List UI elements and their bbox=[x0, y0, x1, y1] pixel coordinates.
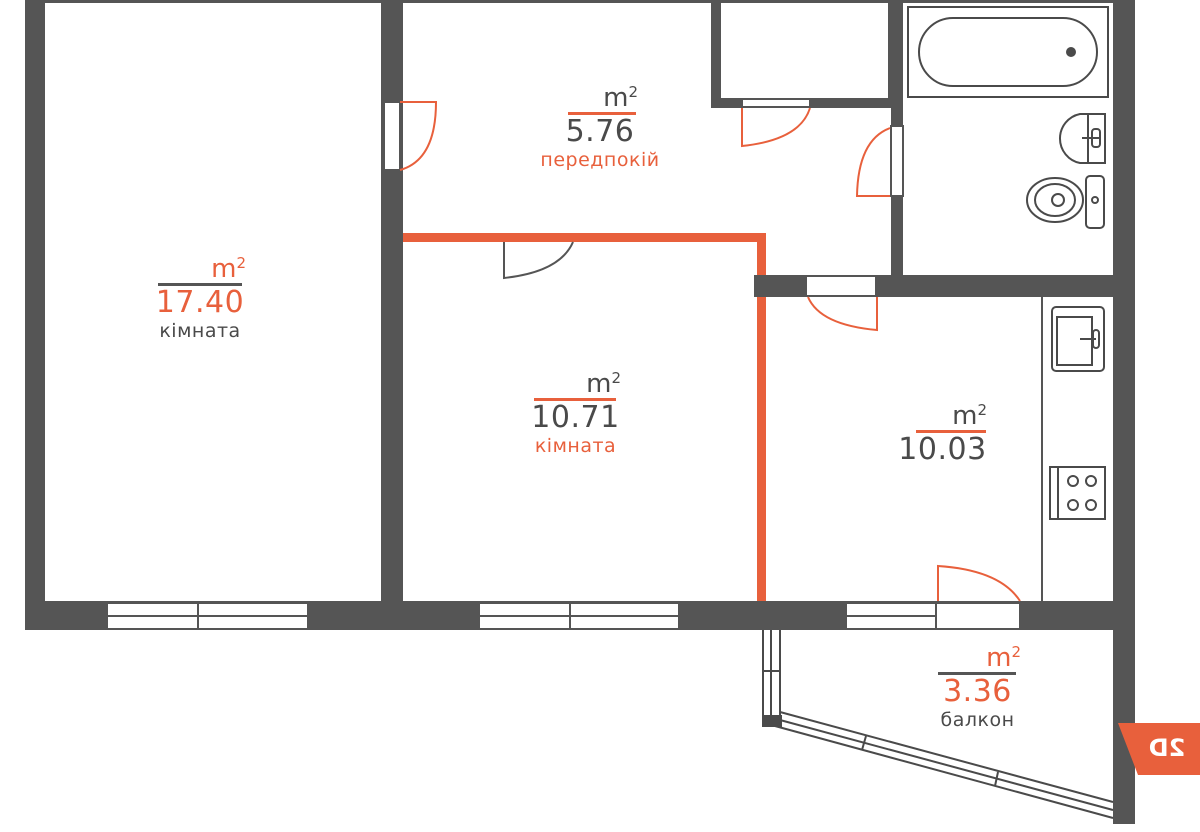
door-swings bbox=[399, 101, 1021, 602]
room-name: кімната bbox=[159, 320, 241, 342]
room-label-room-2: m2 10.71 кімната bbox=[518, 371, 633, 456]
room-label-kitchen: m2 10.03 bbox=[890, 403, 995, 465]
room-name: передпокій bbox=[540, 149, 660, 171]
balcony-frame bbox=[762, 630, 1114, 819]
area-unit: m2 bbox=[952, 401, 987, 431]
area-unit: m2 bbox=[586, 369, 621, 399]
view-mode-badge-shape[interactable] bbox=[1118, 723, 1200, 775]
area-rule bbox=[158, 283, 242, 286]
openings bbox=[383, 98, 904, 297]
kitchen-sink-icon bbox=[1051, 306, 1105, 372]
room-label-hallway: m2 5.76 передпокій bbox=[520, 85, 680, 170]
view-mode-badge-label[interactable]: 2D bbox=[1148, 734, 1186, 762]
toilet-icon bbox=[1026, 175, 1105, 229]
room-area: 10.03 bbox=[898, 432, 987, 467]
room-label-room-1: m2 17.40 кімната bbox=[150, 256, 250, 341]
room-label-balcony: m2 3.36 балкон bbox=[920, 645, 1035, 730]
bathroom-sink-icon bbox=[1059, 113, 1106, 164]
area-unit: m2 bbox=[211, 254, 246, 284]
room-name: балкон bbox=[940, 709, 1015, 731]
room-area: 10.71 bbox=[531, 400, 620, 435]
room-area: 17.40 bbox=[155, 285, 245, 320]
area-rule bbox=[938, 672, 1016, 675]
stove-icon bbox=[1049, 466, 1106, 520]
area-unit: m2 bbox=[986, 643, 1021, 673]
area-rule bbox=[916, 430, 986, 433]
bathtub-icon bbox=[907, 6, 1109, 98]
room-name: кімната bbox=[534, 435, 617, 457]
area-rule bbox=[534, 398, 616, 401]
area-unit: m2 bbox=[603, 83, 638, 113]
windows bbox=[106, 602, 1021, 630]
area-rule bbox=[568, 112, 636, 115]
room-area: 5.76 bbox=[565, 114, 635, 149]
room-area: 3.36 bbox=[943, 674, 1012, 709]
partition-wall bbox=[403, 233, 766, 601]
